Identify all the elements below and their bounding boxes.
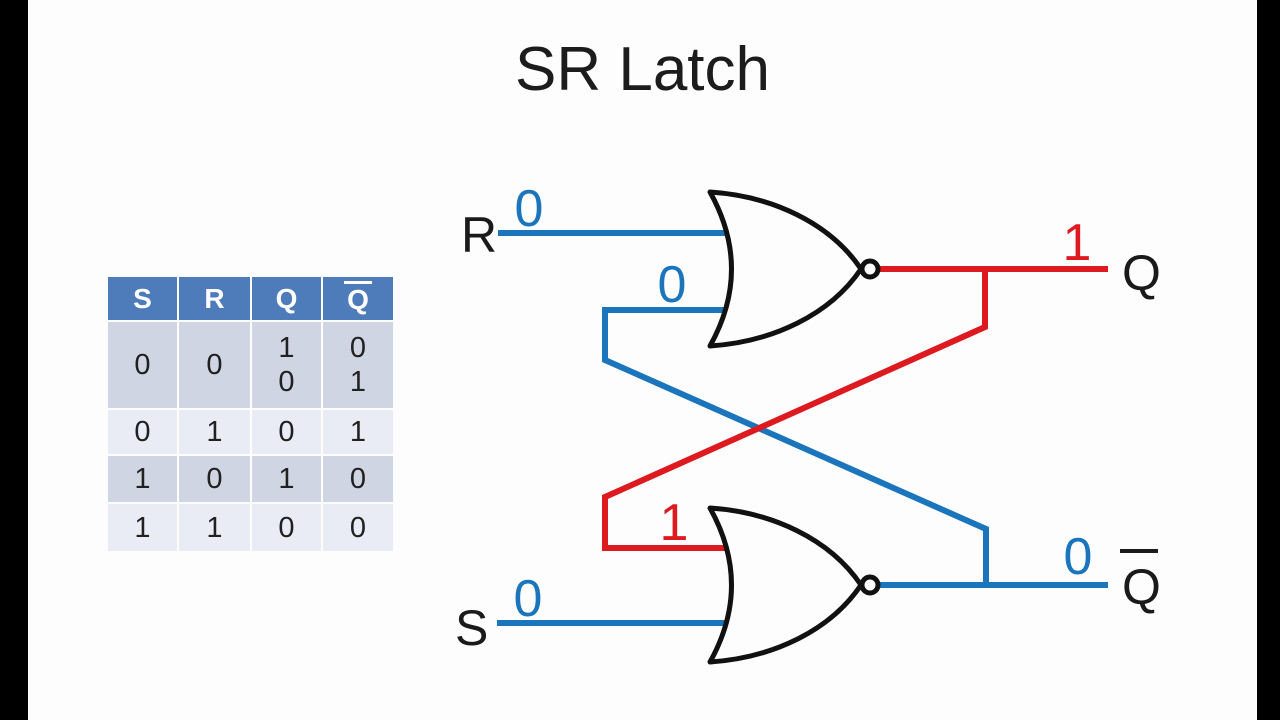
- nor-gate-bottom: [707, 505, 864, 665]
- table-row: 0 0 1 0 0 1: [108, 322, 393, 408]
- table-row: 1 1 0 0: [108, 504, 393, 551]
- s-input-label: S: [455, 600, 488, 656]
- truth-table-header-qbar: Q: [323, 277, 393, 320]
- truth-table-header-s: S: [108, 277, 177, 320]
- truth-table-header-r: R: [179, 277, 250, 320]
- cell-r: 0: [179, 456, 250, 502]
- cell-r: 1: [179, 410, 250, 454]
- cell-q-line: 1: [278, 332, 295, 364]
- cell-qbar: 1: [323, 410, 393, 454]
- page-title: SR Latch: [514, 35, 771, 104]
- bottom-feedback-value: 1: [660, 494, 689, 552]
- qbar-output-label: Q: [1122, 559, 1161, 615]
- cell-qbar-line: 1: [349, 366, 367, 398]
- letterbox-bar-right: [1257, 0, 1280, 720]
- q-output-value: 1: [1063, 214, 1092, 272]
- top-feedback-value: 0: [658, 256, 687, 314]
- nor-gate-bottom-bubble: [859, 574, 881, 596]
- cell-r: 1: [179, 504, 250, 551]
- cell-s: 0: [108, 410, 177, 454]
- nor-gate-top-bubble: [859, 258, 881, 280]
- q-feedback-wire: [602, 269, 988, 551]
- r-input-label: R: [461, 207, 497, 263]
- cell-q: 0: [252, 410, 321, 454]
- cell-s: 0: [108, 322, 177, 408]
- truth-table-header-q: Q: [252, 277, 321, 320]
- cell-q: 1 0: [252, 322, 321, 408]
- s-input-value: 0: [514, 570, 543, 628]
- cell-s: 1: [108, 504, 177, 551]
- truth-table: S R Q Q 0 0 1 0 0 1 0 1: [106, 275, 395, 553]
- cell-q: 1: [252, 456, 321, 502]
- cell-qbar: 0: [323, 504, 393, 551]
- truth-table-header-row: S R Q Q: [108, 277, 393, 320]
- qbar-feedback-wire: [602, 307, 989, 585]
- q-output-label: Q: [1122, 245, 1161, 301]
- cell-qbar: 0: [323, 456, 393, 502]
- cell-q-line: 0: [278, 366, 295, 398]
- r-input-value: 0: [515, 180, 544, 238]
- cell-s: 1: [108, 456, 177, 502]
- cell-qbar: 0 1: [323, 322, 393, 408]
- nor-gate-top: [707, 189, 864, 349]
- qbar-overline-label: Q: [344, 281, 372, 314]
- cell-q: 0: [252, 504, 321, 551]
- table-row: 1 0 1 0: [108, 456, 393, 502]
- cell-qbar-line: 0: [349, 332, 367, 364]
- cell-r: 0: [179, 322, 250, 408]
- table-row: 0 1 0 1: [108, 410, 393, 454]
- qbar-output-value: 0: [1064, 528, 1093, 586]
- letterbox-bar-left: [0, 0, 28, 720]
